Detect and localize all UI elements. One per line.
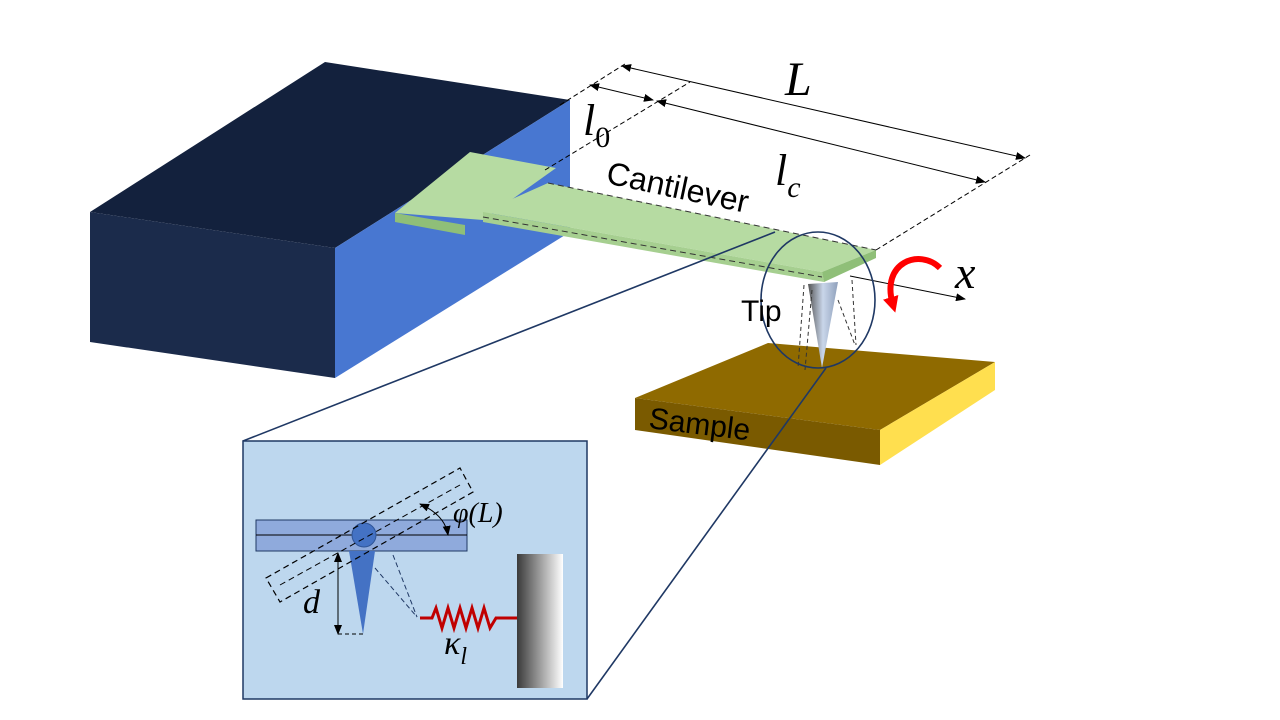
zoom-callout [242, 231, 876, 700]
cantilever [395, 152, 877, 282]
afm-tip [797, 279, 857, 371]
tip-height-d-label: d [303, 584, 321, 621]
dimension-lines [544, 63, 1031, 302]
x-axis-label: x [954, 247, 976, 298]
wall [517, 554, 563, 688]
spring-constant-label: κl [444, 625, 467, 670]
tip-label: Tip [741, 295, 782, 328]
inset-torsion-model [242, 440, 588, 700]
length-l0-label: l0 [583, 96, 610, 154]
length-lc-label: lc [775, 146, 801, 204]
sample [635, 343, 995, 465]
length-L-label: L [784, 53, 812, 106]
rotation-arrow-icon [883, 256, 943, 313]
phi-angle-label: φ(L) [453, 498, 503, 529]
spring-icon [420, 602, 517, 634]
